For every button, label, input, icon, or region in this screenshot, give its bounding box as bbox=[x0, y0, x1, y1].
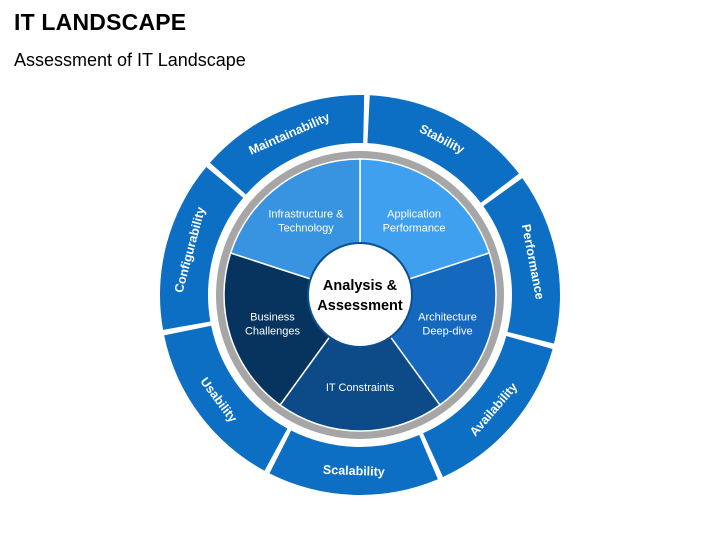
slice-label-line: Performance bbox=[383, 223, 446, 235]
center-circle bbox=[307, 242, 413, 348]
slice-label-line: Application bbox=[387, 209, 441, 221]
slice-label-line: Challenges bbox=[245, 325, 301, 337]
slice-label-line: Architecture bbox=[418, 311, 477, 323]
center-label: Analysis & Assessment bbox=[317, 278, 403, 314]
ring-label-scalability: Scalability bbox=[323, 463, 385, 479]
page-title: IT LANDSCAPE bbox=[14, 9, 187, 35]
ring-segment-availability bbox=[423, 336, 553, 477]
center-label-line: Analysis & bbox=[323, 278, 398, 294]
slice-label-infrastructure-technology: Infrastructure & Technology bbox=[268, 209, 344, 235]
slice-label-line: IT Constraints bbox=[326, 382, 395, 394]
slice-label-it-constraints: IT Constraints bbox=[326, 382, 395, 394]
slice-label-line: Deep-dive bbox=[422, 325, 472, 337]
ring-segment-maintainability bbox=[209, 94, 365, 195]
slice-it-constraints bbox=[279, 293, 441, 432]
outer-ring: StabilityPerformanceAvailabilityScalabil… bbox=[160, 94, 560, 496]
ring-segment-stability bbox=[367, 95, 519, 203]
slice-label-line: Infrastructure & bbox=[268, 209, 344, 221]
ring-segment-scalability bbox=[269, 430, 438, 496]
slice-label-line: Business bbox=[250, 311, 295, 323]
ring-segment-configurability bbox=[160, 167, 244, 330]
page-subtitle: Assessment of IT Landscape bbox=[14, 50, 246, 70]
ring-segment-performance bbox=[483, 178, 560, 344]
ring-segment-usability bbox=[164, 325, 288, 471]
center-label-line: Assessment bbox=[317, 298, 403, 314]
slice-label-line: Technology bbox=[278, 223, 334, 235]
